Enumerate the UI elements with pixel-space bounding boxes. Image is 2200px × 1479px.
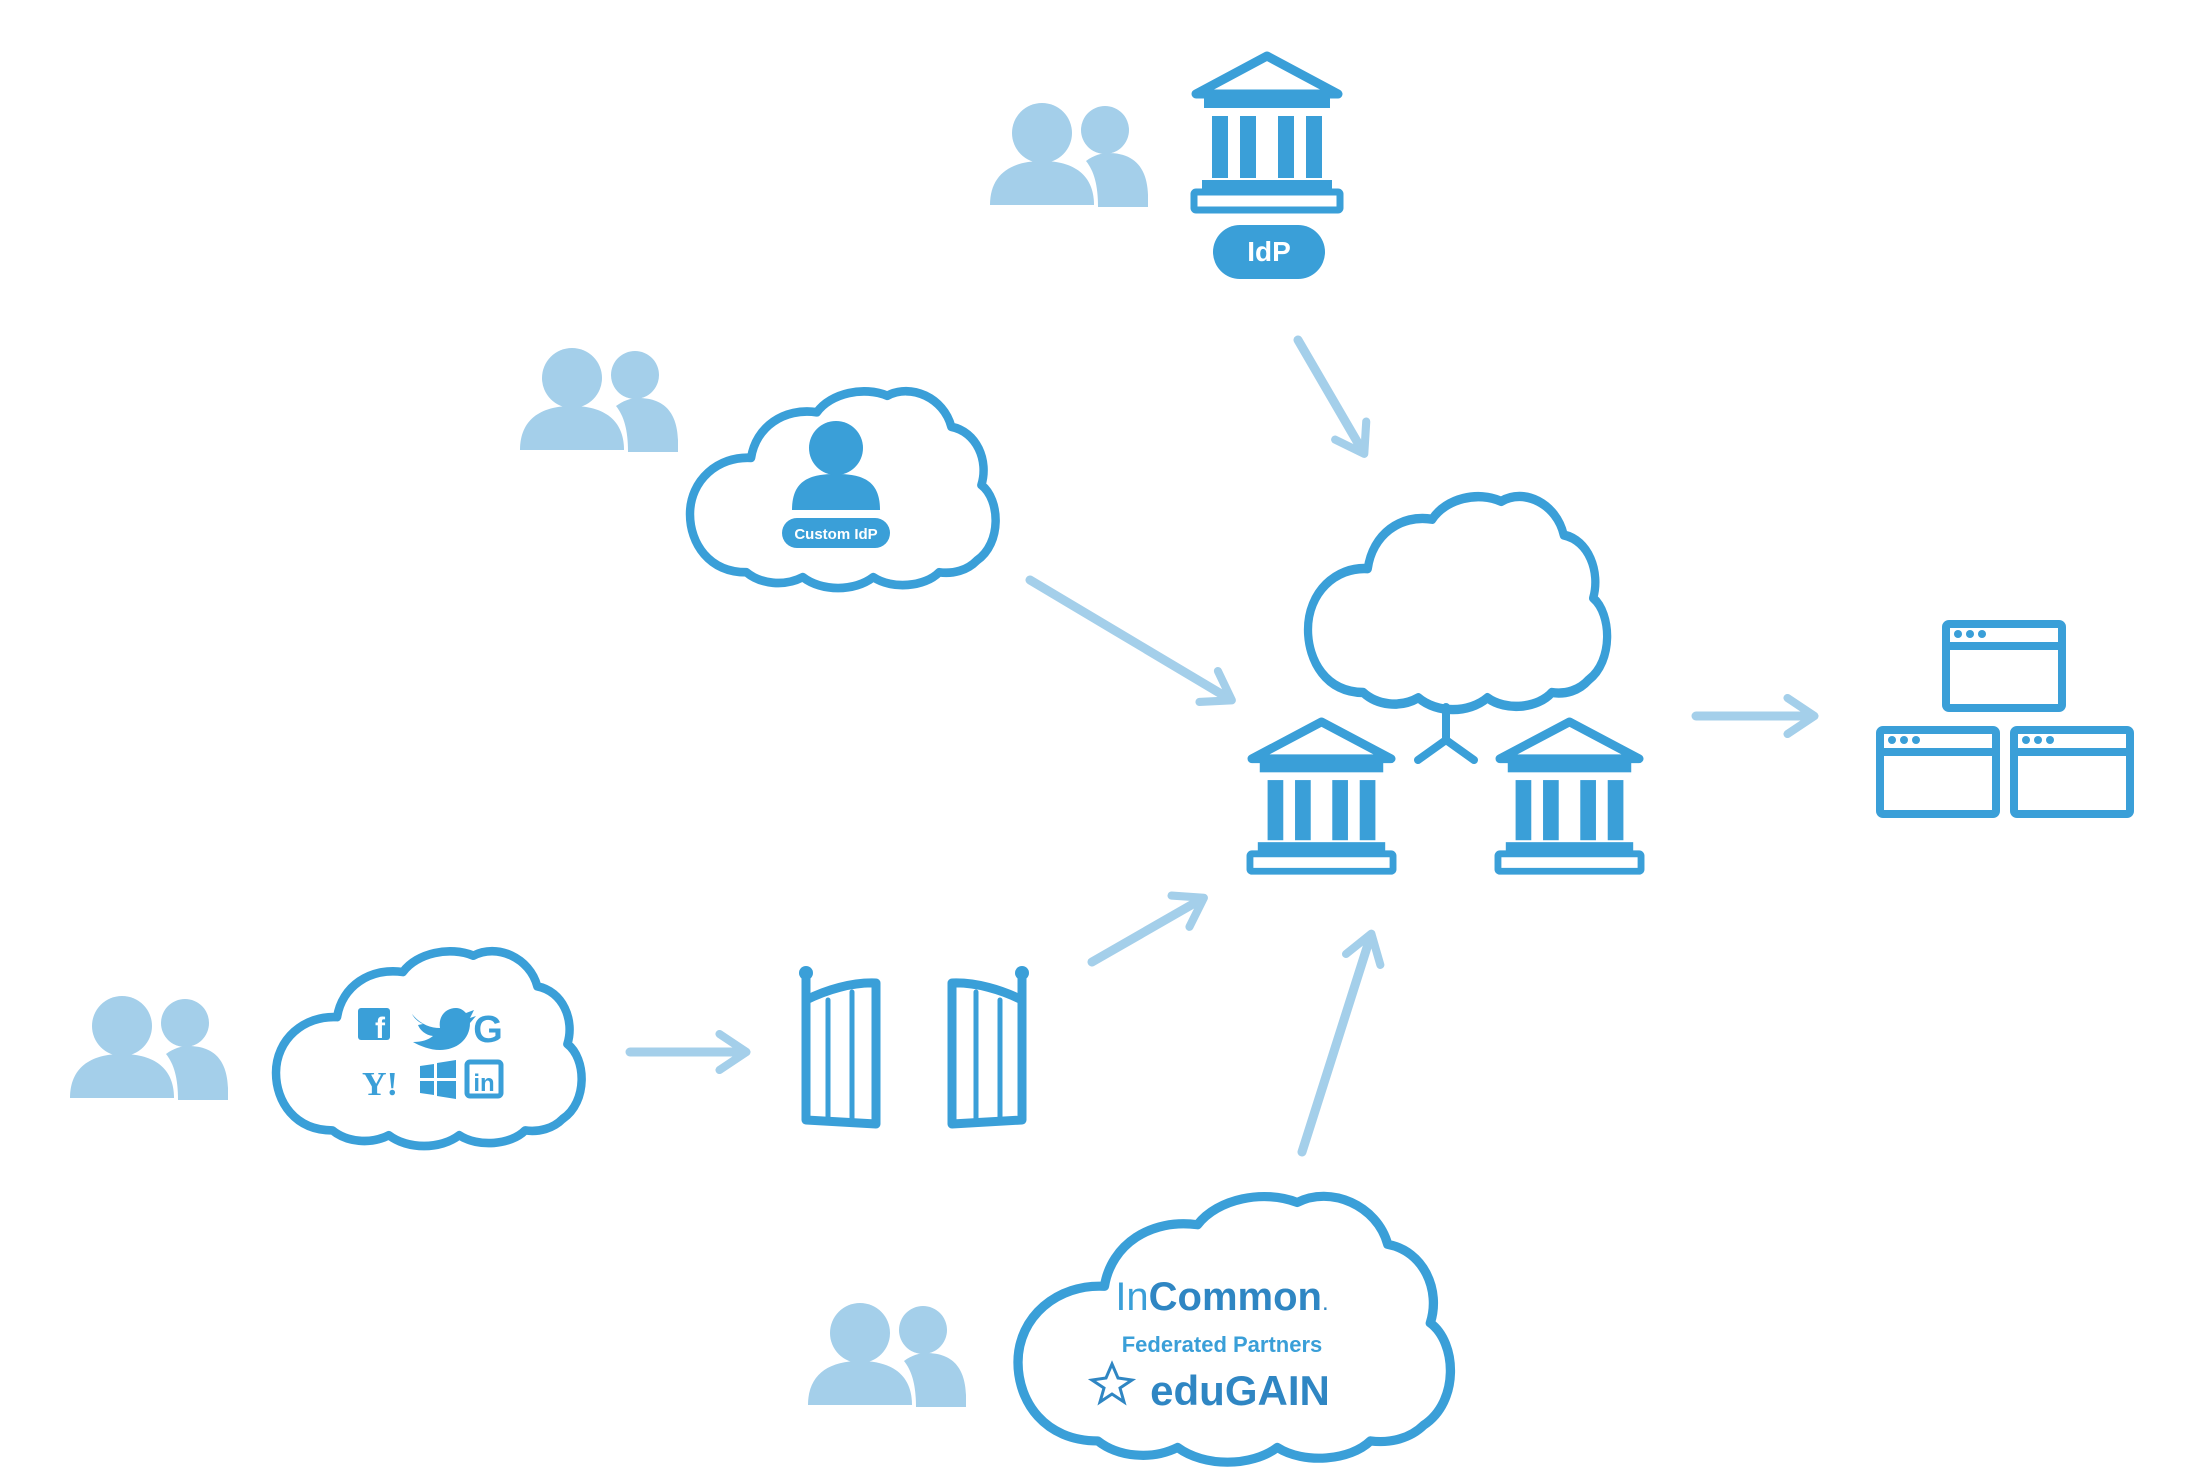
bank-icon-hub-right (1498, 722, 1641, 871)
federation-cloud (1018, 1196, 1450, 1462)
custom-idp-badge: Custom IdP (782, 518, 890, 548)
users-group-social (70, 996, 228, 1100)
svg-text:G: G (473, 1009, 503, 1051)
yahoo-icon: Y! (362, 1066, 398, 1103)
federation-link-icon (1414, 703, 1478, 764)
svg-text:f: f (375, 1012, 386, 1045)
arrow-gate-to-hub (1087, 891, 1208, 967)
twitter-icon (412, 1008, 476, 1050)
idp-label: IdP (1247, 236, 1291, 267)
edugain-label: eduGAIN (1150, 1367, 1330, 1414)
users-group-custom (520, 348, 678, 452)
user-icon-custom (792, 421, 880, 510)
arrow-custom-to-hub (1025, 575, 1236, 706)
bank-icon-idp (1194, 56, 1340, 210)
app-window-bottom-right (2014, 730, 2130, 814)
custom-idp-label: Custom IdP (794, 526, 877, 543)
arrow-idp-to-hub (1293, 335, 1371, 458)
facebook-icon: f (358, 1008, 390, 1045)
idp-badge: IdP (1213, 225, 1325, 279)
app-window-top (1946, 624, 2062, 708)
users-group-top (990, 103, 1148, 207)
federated-partners-label: Federated Partners (1122, 1332, 1323, 1357)
arrow-federation-to-hub (1297, 929, 1385, 1157)
users-group-federation (808, 1303, 966, 1407)
svg-text:Y!: Y! (362, 1066, 398, 1103)
svg-text:in: in (473, 1070, 494, 1097)
incommon-logo: InCommon. (1115, 1275, 1328, 1319)
app-window-bottom-left (1880, 730, 1996, 814)
bank-icon-hub-left (1250, 722, 1393, 871)
gate-icon (799, 966, 1029, 1129)
central-cloud (1308, 496, 1607, 709)
edugain-star-icon (1087, 1360, 1137, 1406)
linkedin-icon: in (464, 1059, 504, 1099)
google-icon: G (473, 1009, 503, 1051)
windows-icon (420, 1060, 456, 1099)
social-cloud (276, 951, 582, 1146)
